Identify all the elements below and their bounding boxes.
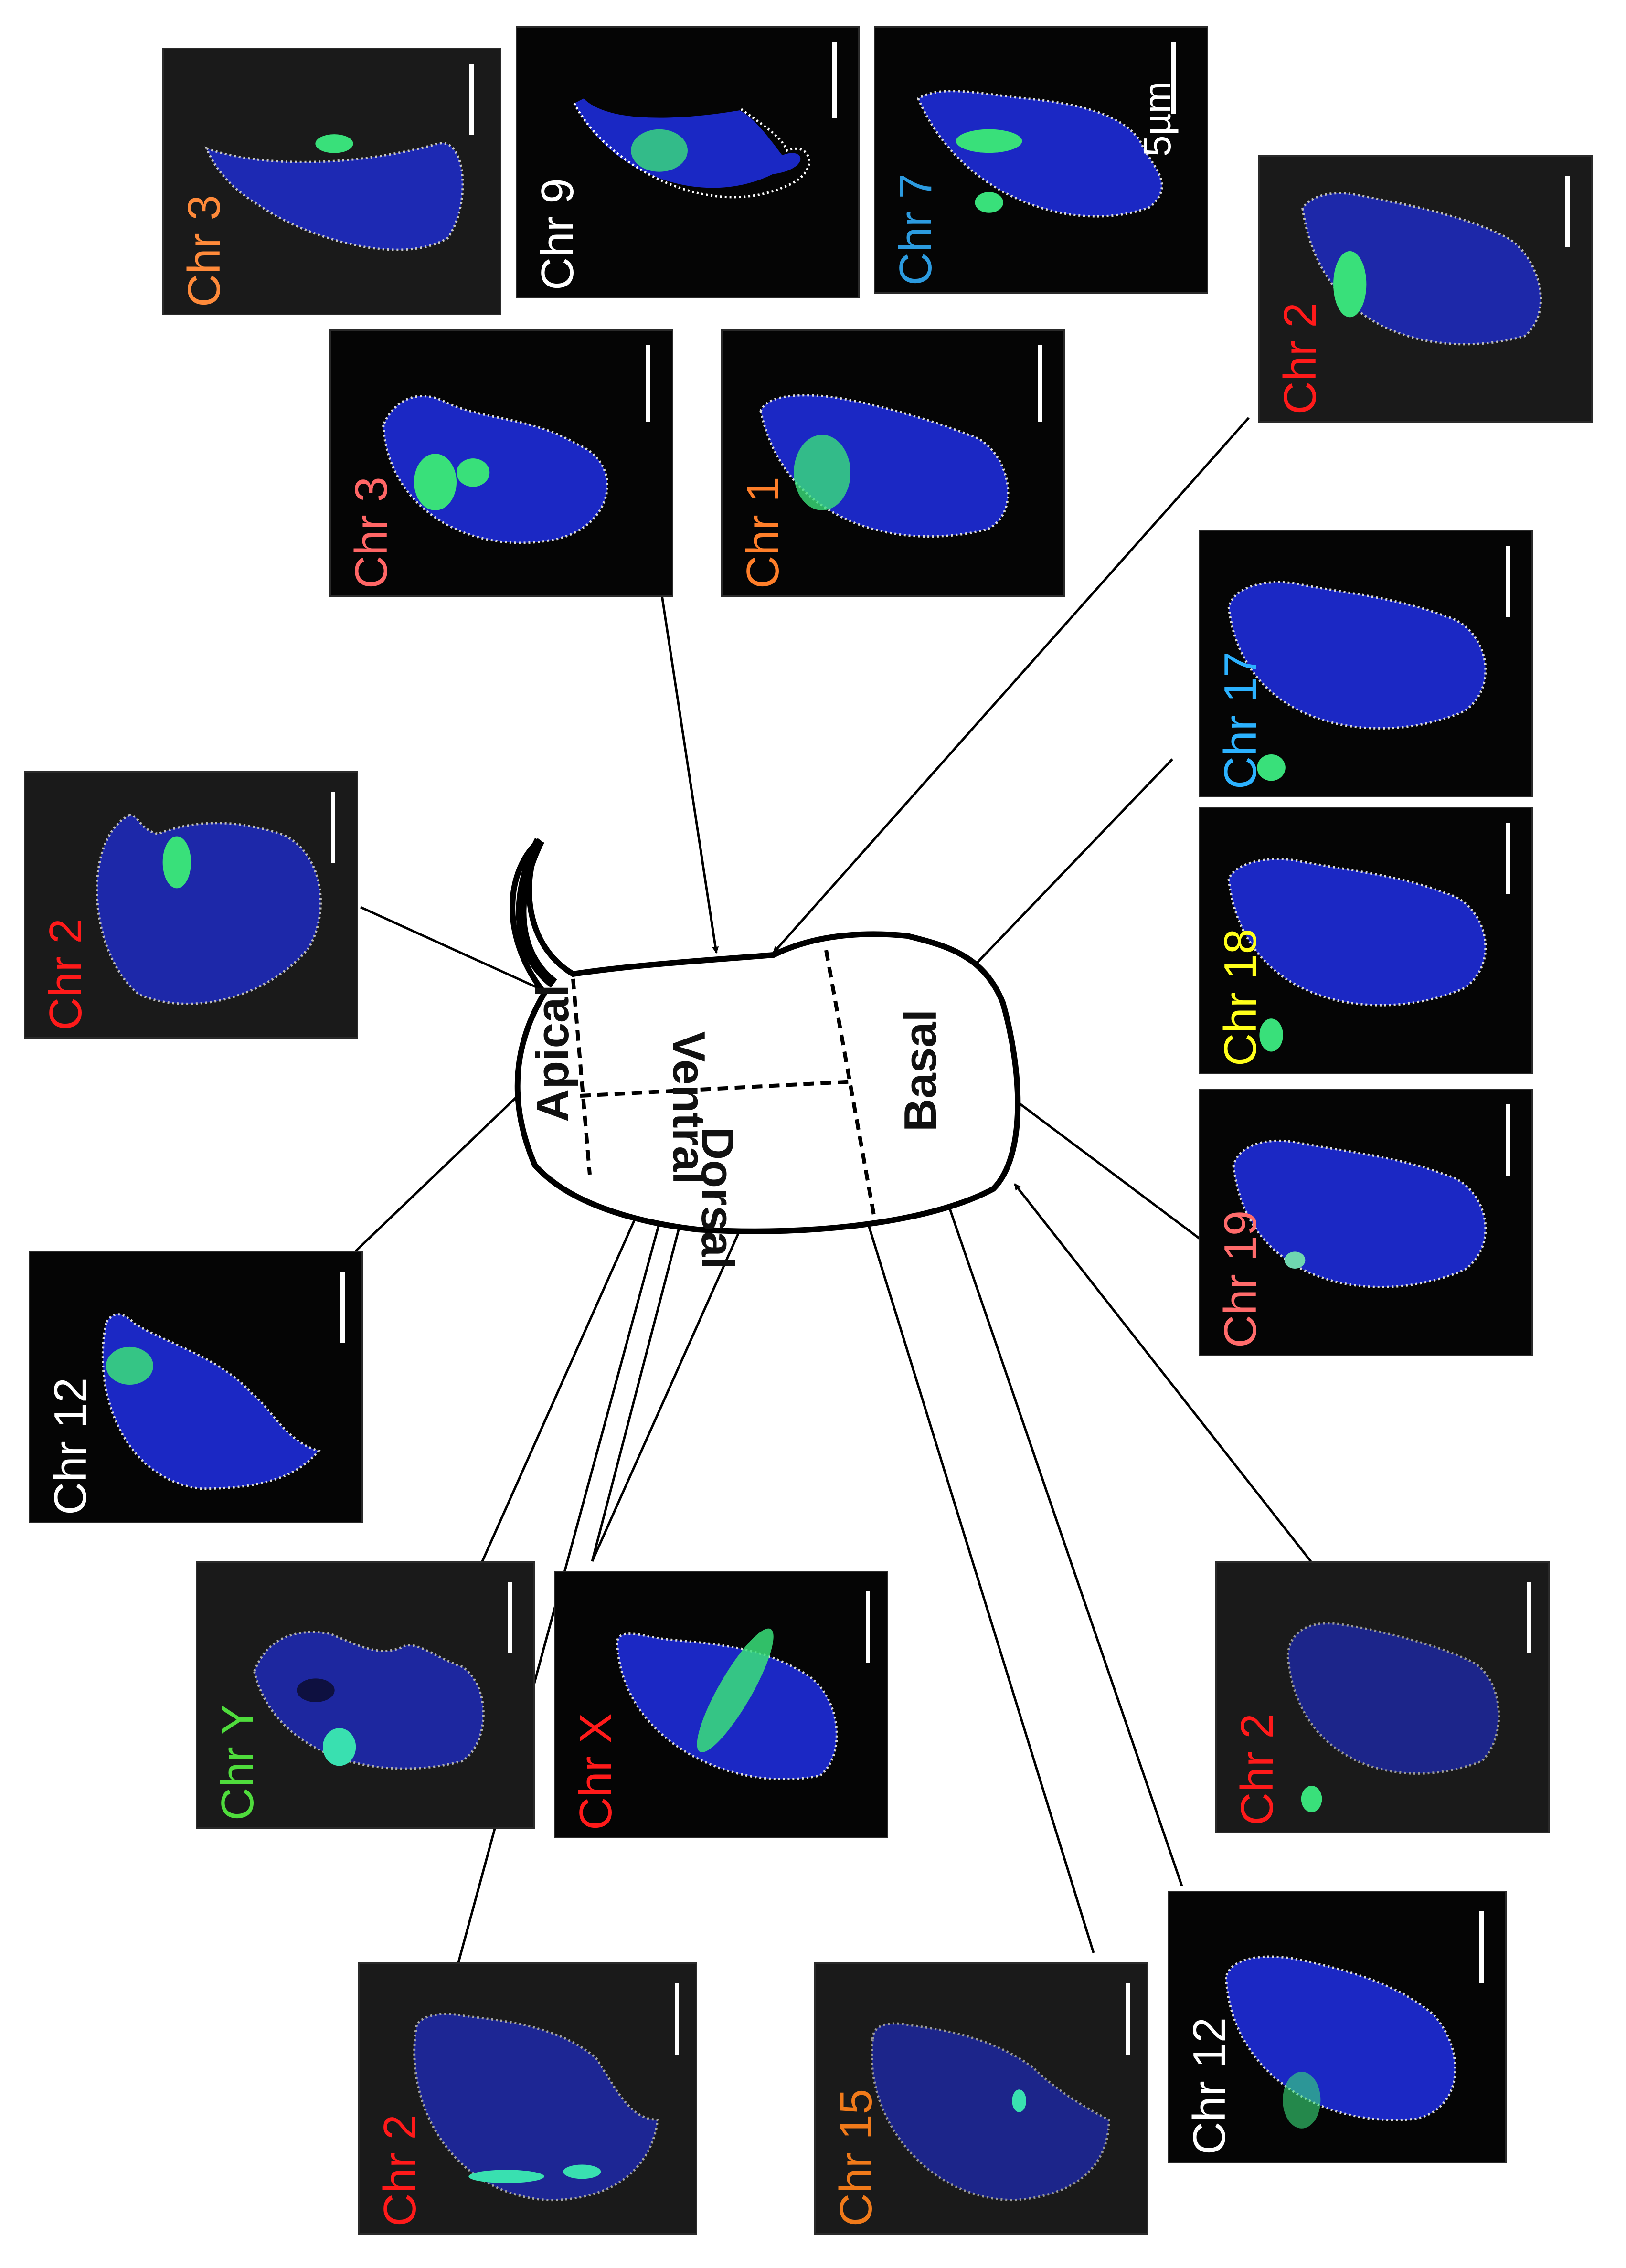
panel-label: Chr 3 — [179, 195, 230, 307]
panel-chr7: 5µm Chr 7 — [874, 26, 1208, 294]
panel-label: Chr 9 — [532, 178, 583, 290]
arrow-chrY — [481, 1164, 660, 1562]
panel-label: Chr 19 — [1215, 1210, 1266, 1348]
scale-label: 5µm — [1136, 81, 1179, 157]
panel-label: Chr Y — [212, 1704, 263, 1821]
panel-chr12-left: Chr 12 — [29, 1251, 363, 1523]
panel-chr3: Chr 3 — [329, 329, 673, 597]
nucleus-outline — [510, 838, 1021, 1234]
panel-chr2-right: Chr 2 — [1215, 1561, 1550, 1833]
panel-chr1: Chr 1 — [721, 329, 1065, 597]
panel-label: Chr 2 — [1275, 302, 1326, 414]
region-ventral: Ventral — [663, 1031, 714, 1184]
panel-label: Chr 7 — [890, 173, 941, 286]
panel-label: Chr 15 — [830, 2088, 882, 2226]
panel-chr2-bottom: Chr 2 — [358, 1962, 697, 2235]
panel-chr19: Chr 19 — [1199, 1089, 1533, 1356]
panel-label: Chr 2 — [40, 918, 91, 1030]
panel-label: Chr 17 — [1215, 651, 1266, 789]
panel-chr15: Chr 15 — [814, 1962, 1148, 2235]
arrow-chr3 — [660, 592, 719, 954]
panel-label: Chr 12 — [1184, 2017, 1235, 2155]
panel-label: Chr 2 — [374, 2114, 425, 2226]
arrow-chrX-1 — [591, 1166, 697, 1562]
panel-label: Chr 12 — [45, 1377, 96, 1515]
panel-chr3-top: Chr 3 — [162, 48, 501, 315]
panel-label: Chr 2 — [1232, 1713, 1283, 1825]
arrow-chr17-18 — [947, 758, 1173, 994]
panel-label: Chr X — [570, 1713, 621, 1830]
arrow-chr12-left — [355, 1088, 526, 1252]
panel-label: Chr 3 — [346, 477, 397, 589]
arrow-chr2-topright — [773, 417, 1250, 954]
panel-chr2-left: Chr 2 — [24, 771, 358, 1039]
panel-label: Chr 18 — [1215, 928, 1266, 1066]
panel-chr18: Chr 18 — [1199, 807, 1533, 1074]
region-dividers — [571, 950, 876, 1216]
panel-chr9: Chr 9 — [516, 26, 860, 298]
panel-chrX: Chr X — [554, 1571, 888, 1838]
arrow-chr2-right — [1014, 1183, 1312, 1562]
panel-label: Chr 1 — [737, 477, 788, 589]
region-apical: Apical — [527, 985, 578, 1122]
region-dorsal: Dorsal — [692, 1127, 743, 1270]
panel-chr12-bottom: Chr 12 — [1168, 1891, 1507, 2163]
arrow-chr15 — [848, 1164, 1095, 1953]
arrow-chr12-bottom — [946, 1202, 1183, 1886]
panel-chrY: Chr Y — [196, 1561, 535, 1829]
panel-chr17: Chr 17 — [1199, 530, 1533, 797]
arrow-chr2-left — [360, 906, 545, 992]
region-basal: Basal — [895, 1009, 946, 1132]
panel-chr2-topright: Chr 2 — [1258, 155, 1593, 423]
